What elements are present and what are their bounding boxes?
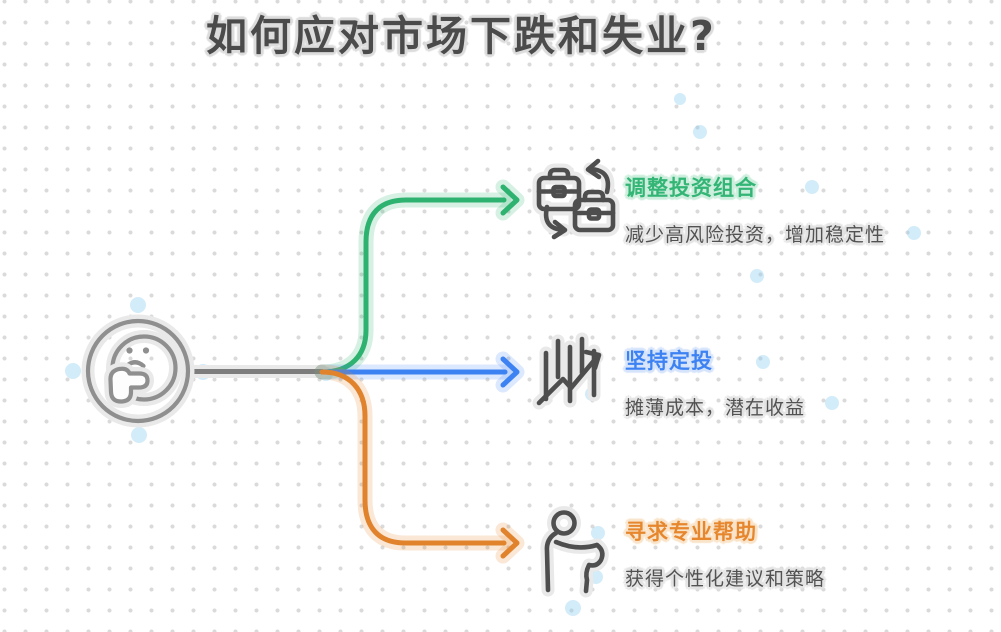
- branch-title: 寻求专业帮助: [625, 520, 757, 544]
- connector-blue: [314, 351, 525, 393]
- page-title: 如何应对市场下跌和失业?: [206, 12, 717, 60]
- branch-node-professional-help[interactable]: 寻求专业帮助 获得个性化建议和策略: [625, 516, 955, 591]
- branch-title: 调整投资组合: [625, 176, 757, 200]
- center-ring: [85, 318, 191, 424]
- connector-green: [314, 179, 525, 380]
- branch-subtitle: 获得个性化建议和策略: [625, 568, 826, 590]
- branch-subtitle: 摊薄成本，潜在收益: [625, 397, 806, 419]
- person-bowing-icon: [540, 506, 609, 598]
- branch-title: 坚持定投: [625, 349, 713, 373]
- branch-node-adjust-portfolio[interactable]: 调整投资组合 减少高风险投资，增加稳定性: [625, 172, 955, 247]
- center-node[interactable]: [81, 314, 195, 428]
- branch-subtitle: 减少高风险投资，增加稳定性: [625, 224, 886, 246]
- stock-chart-up-icon: [532, 332, 604, 410]
- branch-node-regular-investing[interactable]: 坚持定投 摊薄成本，潜在收益: [625, 345, 955, 420]
- thinking-face-icon: [103, 330, 182, 409]
- briefcase-swap-icon: [532, 158, 620, 240]
- connector-orange: [314, 364, 525, 564]
